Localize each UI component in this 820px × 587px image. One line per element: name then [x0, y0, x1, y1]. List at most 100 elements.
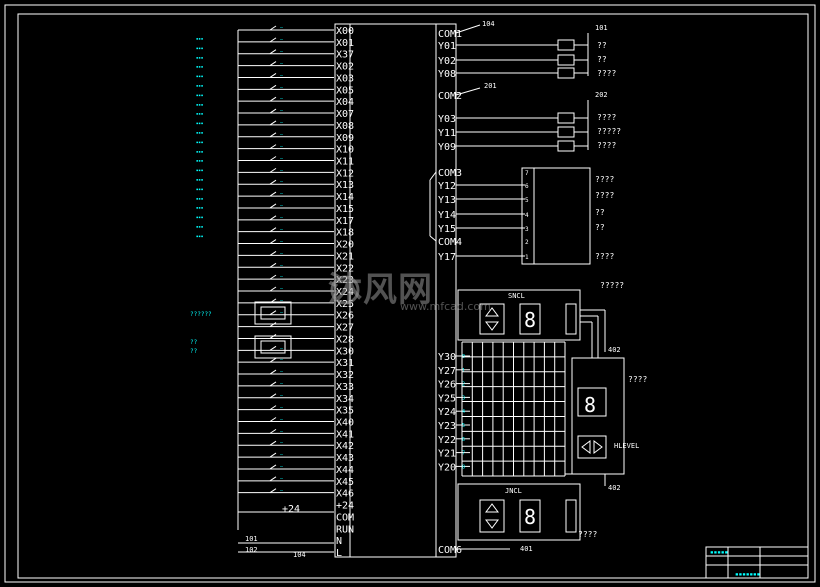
input-terminal-label: X45 [336, 477, 354, 488]
relay-coil [557, 54, 575, 66]
contact-tag: — [280, 357, 284, 363]
down-arrow-icon [485, 519, 499, 529]
plus24-label: +24 [282, 504, 300, 515]
input-terminal-label: X09 [336, 133, 354, 144]
wire-201: 201 [484, 82, 497, 90]
up-arrow-icon [485, 307, 499, 317]
output-terminal-label: Y21 [438, 449, 456, 460]
pin-number: 2 [462, 382, 465, 388]
output-terminal-label: Y23 [438, 421, 456, 432]
sncl-panel [457, 289, 581, 341]
contact-tag: — [280, 49, 284, 55]
contact-symbol [269, 310, 277, 316]
input-terminal-label: X33 [336, 382, 354, 393]
left-desc-a: ?????? [190, 311, 212, 318]
contact-tag: — [280, 61, 284, 67]
contact-tag: — [280, 345, 284, 351]
desc-q4e: ???? [595, 191, 614, 200]
desc-q4g: ???? [628, 375, 647, 384]
signal-tag: ▪▪▪ [196, 158, 203, 163]
relay-coil [557, 140, 575, 152]
contact-tag: — [280, 167, 284, 173]
input-terminal-label: X04 [336, 97, 354, 108]
wire-102-left: 102 [245, 546, 258, 554]
input-terminal-label: X01 [336, 38, 354, 49]
input-terminal-label: X13 [336, 180, 354, 191]
output-terminal-label: Y01 [438, 41, 456, 52]
contact-symbol [269, 227, 277, 233]
contact-symbol [269, 262, 277, 268]
pin-number: 7 [462, 451, 465, 457]
contact-tag: — [280, 120, 284, 126]
wire-201-lead [455, 87, 481, 96]
input-terminal-label: X37 [336, 50, 354, 61]
contact-tag: — [280, 227, 284, 233]
contact-tag: — [280, 203, 284, 209]
input-terminal-label: X05 [336, 85, 354, 96]
signal-tag: ▪▪▪ [196, 64, 203, 69]
watermark-logo-icon [330, 275, 360, 305]
output-terminal-label: Y17 [438, 252, 456, 263]
contact-symbol [269, 156, 277, 161]
sncl-seven-seg [519, 303, 541, 335]
input-terminal-label: X42 [336, 441, 354, 452]
module-b [254, 335, 292, 359]
desc-q5: ????? [597, 127, 621, 136]
contact-symbol [269, 61, 277, 67]
signal-tag: ▪▪▪ [196, 55, 203, 60]
input-terminal-label: X26 [336, 311, 354, 322]
output-terminal-label: Y15 [438, 224, 456, 235]
desc-q4h: ???? [578, 530, 597, 539]
contact-tag: — [280, 488, 284, 494]
jncl-panel [457, 483, 581, 541]
contact-symbol [269, 215, 277, 221]
contact-symbol [269, 191, 277, 197]
input-terminal-label: X20 [336, 240, 354, 251]
pin-number: 8 [462, 464, 465, 470]
contact-tag: — [280, 298, 284, 304]
up-arrow-icon [485, 503, 499, 513]
contact-symbol [269, 84, 277, 90]
output-terminal-label: Y11 [438, 128, 456, 139]
input-terminal-label: X27 [336, 323, 354, 334]
wire-104-lead [455, 24, 481, 34]
output-terminal-label: Y20 [438, 462, 456, 473]
pin-number: 5 [462, 423, 465, 429]
contact-symbol [269, 345, 277, 351]
input-terminal-label: X15 [336, 204, 354, 215]
signal-tag: ▪▪▪ [196, 121, 203, 126]
relay-pin: 5 [525, 197, 529, 204]
desc-q2b: ?? [597, 55, 607, 64]
wire-101-right: 101 [595, 24, 608, 32]
contact-tag: — [280, 132, 284, 138]
title-block [705, 546, 809, 579]
contact-tag: — [280, 144, 284, 150]
contact-tag: — [280, 96, 284, 102]
contact-symbol [269, 25, 277, 31]
input-terminal-label: X02 [336, 62, 354, 73]
contact-symbol [269, 239, 277, 244]
output-terminal-label: Y02 [438, 56, 456, 67]
input-terminal-label: X07 [336, 109, 354, 120]
signal-tag: ▪▪▪ [196, 36, 203, 41]
contact-symbol [269, 274, 277, 280]
contact-tag: — [280, 428, 284, 434]
contact-symbol [269, 108, 277, 114]
output-terminal-label: COM4 [438, 237, 462, 248]
contact-tag: — [280, 72, 284, 78]
title-text: ▪▪▪▪▪ [710, 549, 728, 556]
wire-104-top: 104 [482, 20, 495, 28]
input-terminal-label: +24 [336, 501, 354, 512]
contact-tag: — [280, 239, 284, 245]
contact-symbol [269, 250, 277, 256]
com4-lead [429, 235, 437, 242]
contact-symbol [269, 476, 277, 482]
input-terminal-label: X08 [336, 121, 354, 132]
contact-symbol [269, 286, 277, 292]
relay-pin: 7 [525, 170, 529, 177]
relay-coil [557, 112, 575, 124]
input-terminal-label: X43 [336, 453, 354, 464]
output-terminal-label: Y13 [438, 195, 456, 206]
wire-101-left: 101 [245, 535, 258, 543]
